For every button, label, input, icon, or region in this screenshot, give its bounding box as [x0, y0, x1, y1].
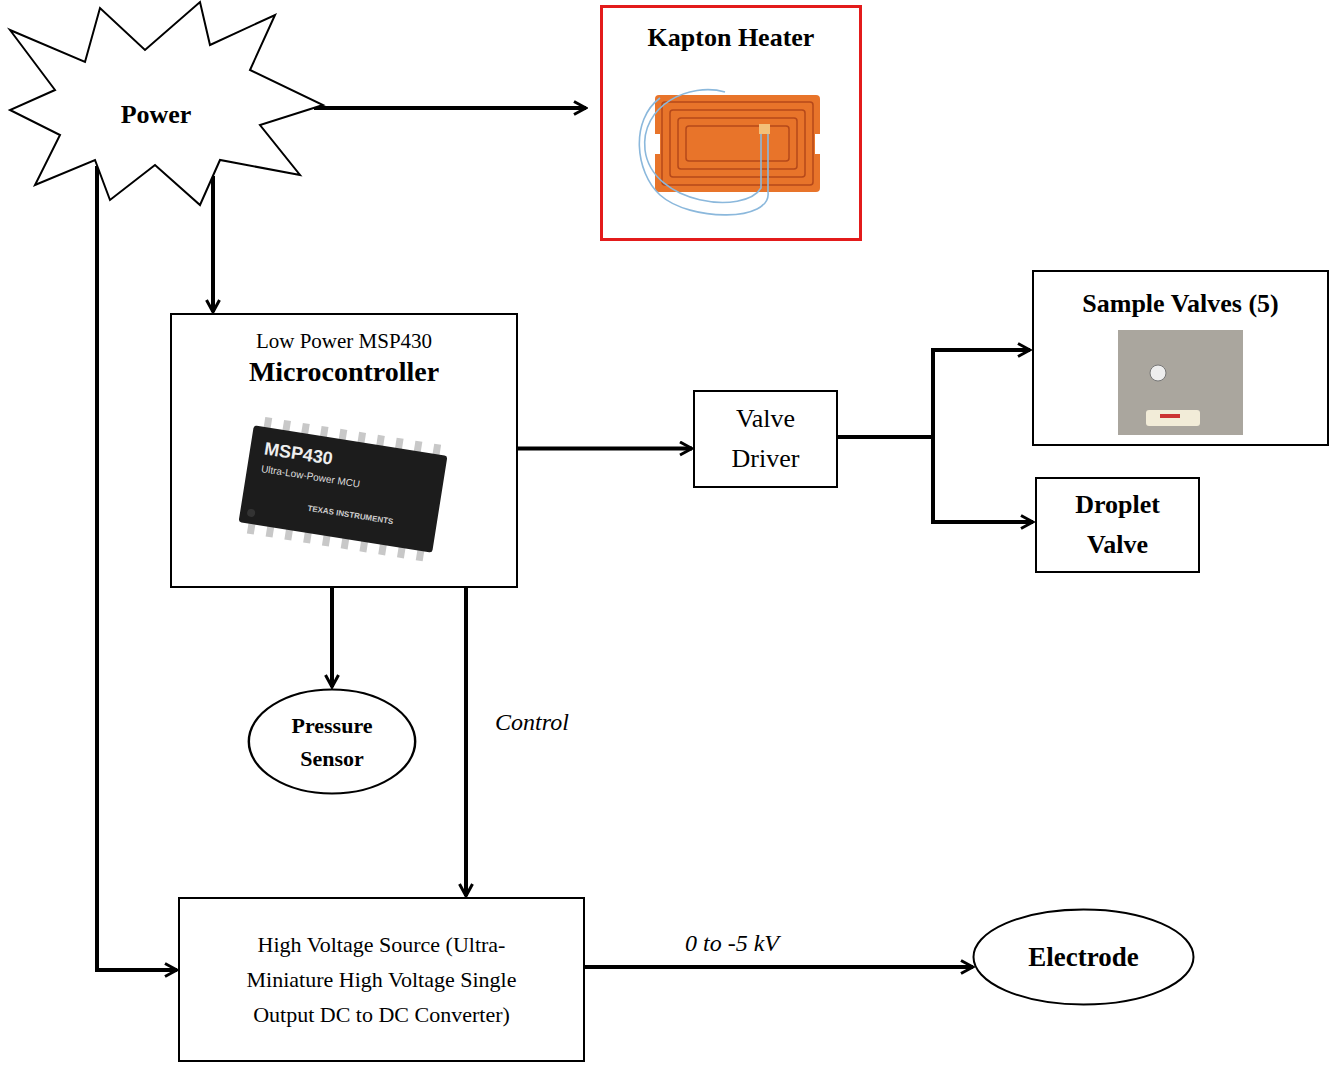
heater-box: Kapton Heater — [600, 5, 862, 241]
sensor-ellipse: Pressure Sensor — [247, 688, 417, 795]
connector-arrow — [464, 588, 468, 896]
valve-picture — [1118, 330, 1243, 435]
chip-logo-text: TEXAS INSTRUMENTS — [307, 505, 394, 527]
node-title: Microcontroller — [249, 354, 439, 389]
connector-arrow — [518, 447, 692, 451]
process-box: High Voltage Source (Ultra-Miniature Hig… — [178, 897, 585, 1062]
edge-label: Control — [493, 708, 571, 737]
valves-box: Sample Valves (5) — [1032, 270, 1329, 446]
edge-label: 0 to -5 kV — [683, 929, 781, 958]
connector-arrow — [314, 106, 586, 110]
process-box: Droplet Valve — [1035, 477, 1200, 573]
chip-marking: Ultra-Low-Power MCU — [260, 463, 361, 490]
node-title: Electrode — [1028, 941, 1138, 973]
electrode-ellipse: Electrode — [972, 908, 1195, 1006]
node-title: Pressure Sensor — [276, 709, 388, 775]
node-title: Droplet Valve — [1048, 485, 1188, 566]
node-title: High Voltage Source (Ultra-Miniature Hig… — [226, 927, 538, 1033]
chip-marking-area: MSP430Ultra-Low-Power MCUTEXAS INSTRUMEN… — [239, 425, 448, 552]
connector-arrow — [211, 176, 215, 312]
connector-arrow — [585, 965, 973, 969]
node-title: Kapton Heater — [648, 22, 815, 53]
process-box: Valve Driver — [693, 390, 838, 488]
node-title: Power — [121, 99, 192, 130]
connector-arrow — [838, 350, 1030, 437]
node-title: Sample Valves (5) — [1082, 288, 1278, 319]
microcontroller-box: Low Power MSP430Microcontroller — [170, 313, 518, 588]
node-title: Valve Driver — [706, 399, 826, 480]
chip-picture — [237, 415, 449, 562]
connector-arrow — [838, 437, 1033, 522]
connector-arrow — [97, 166, 177, 970]
heater-picture — [639, 90, 824, 215]
node-subtitle: Low Power MSP430 — [256, 329, 432, 354]
connector-arrow — [330, 588, 334, 687]
power-starburst: Power — [5, 0, 327, 210]
ellipse-outline — [247, 688, 417, 795]
